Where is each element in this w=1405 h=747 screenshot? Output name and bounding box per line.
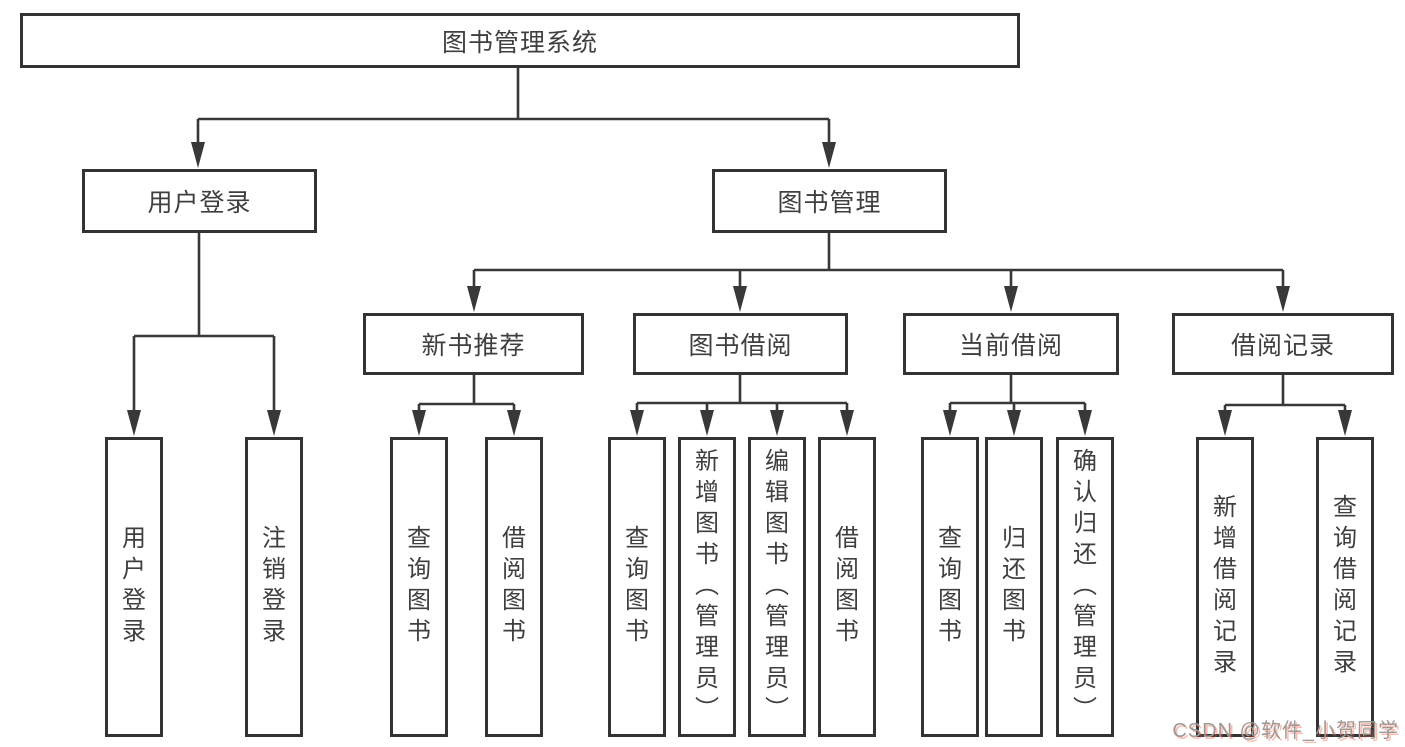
arrowhead-icon bbox=[1218, 410, 1232, 436]
arrowhead-icon bbox=[267, 410, 281, 436]
arrowhead-icon bbox=[840, 410, 854, 436]
arrowhead-icon bbox=[412, 410, 426, 436]
leaf-label: 编辑图书（管理员） bbox=[760, 447, 788, 727]
leaf-label: 借阅图书 bbox=[497, 525, 525, 649]
node-user-login-branch: 用户登录 bbox=[82, 169, 317, 233]
arrowhead-icon bbox=[630, 410, 644, 436]
arrowhead-icon bbox=[700, 410, 714, 436]
arrowhead-icon bbox=[1078, 410, 1092, 436]
leaf-label: 查询图书 bbox=[620, 525, 648, 649]
arrowhead-icon bbox=[1338, 410, 1352, 436]
leaf-label: 查询借阅记录 bbox=[1328, 494, 1356, 680]
leaf-add-borrow-record: 新增借阅记录 bbox=[1196, 437, 1254, 737]
arrowhead-icon bbox=[1007, 410, 1021, 436]
leaf-edit-books-admin: 编辑图书（管理员） bbox=[748, 437, 806, 737]
node-book-management: 图书管理 bbox=[712, 169, 947, 233]
leaf-add-books-admin: 新增图书（管理员） bbox=[678, 437, 736, 737]
leaf-label: 注销登录 bbox=[257, 525, 285, 649]
leaf-confirm-return-admin: 确认归还（管理员） bbox=[1056, 437, 1114, 737]
arrowhead-icon bbox=[1276, 286, 1290, 312]
arrowhead-icon bbox=[770, 410, 784, 436]
leaf-borrow-books-recommend: 借阅图书 bbox=[485, 437, 543, 737]
leaf-user-login: 用户登录 bbox=[105, 437, 163, 737]
arrowhead-icon bbox=[943, 410, 957, 436]
leaf-query-books-current: 查询图书 bbox=[921, 437, 979, 737]
arrowhead-icon bbox=[191, 142, 205, 168]
leaf-label: 查询图书 bbox=[933, 525, 961, 649]
arrowhead-icon bbox=[733, 286, 747, 312]
leaf-label: 确认归还（管理员） bbox=[1068, 447, 1096, 727]
leaf-query-books-recommend: 查询图书 bbox=[390, 437, 448, 737]
arrowhead-icon bbox=[822, 142, 836, 168]
arrowhead-icon bbox=[1004, 286, 1018, 312]
leaf-label: 查询图书 bbox=[402, 525, 430, 649]
leaf-borrow-books: 借阅图书 bbox=[818, 437, 876, 737]
leaf-query-borrow-record: 查询借阅记录 bbox=[1316, 437, 1374, 737]
leaf-label: 用户登录 bbox=[117, 525, 145, 649]
arrowhead-icon bbox=[507, 410, 521, 436]
leaf-logout: 注销登录 bbox=[245, 437, 303, 737]
arrowhead-icon bbox=[467, 286, 481, 312]
arrowhead-icon bbox=[127, 410, 141, 436]
leaf-return-books: 归还图书 bbox=[985, 437, 1043, 737]
node-book-borrowing: 图书借阅 bbox=[633, 313, 848, 375]
leaf-label: 借阅图书 bbox=[830, 525, 858, 649]
node-new-book-recommend: 新书推荐 bbox=[363, 313, 584, 375]
leaf-query-books-borrow: 查询图书 bbox=[608, 437, 666, 737]
tree-connectors bbox=[132, 68, 1347, 414]
leaf-label: 归还图书 bbox=[997, 525, 1025, 649]
leaf-label: 新增借阅记录 bbox=[1208, 494, 1236, 680]
leaf-label: 新增图书（管理员） bbox=[690, 447, 718, 727]
csdn-watermark: CSDN @软件_小贺同学 bbox=[1172, 720, 1399, 742]
node-current-borrowing: 当前借阅 bbox=[903, 313, 1119, 375]
node-borrowing-records: 借阅记录 bbox=[1172, 313, 1394, 375]
node-library-system: 图书管理系统 bbox=[20, 13, 1020, 68]
